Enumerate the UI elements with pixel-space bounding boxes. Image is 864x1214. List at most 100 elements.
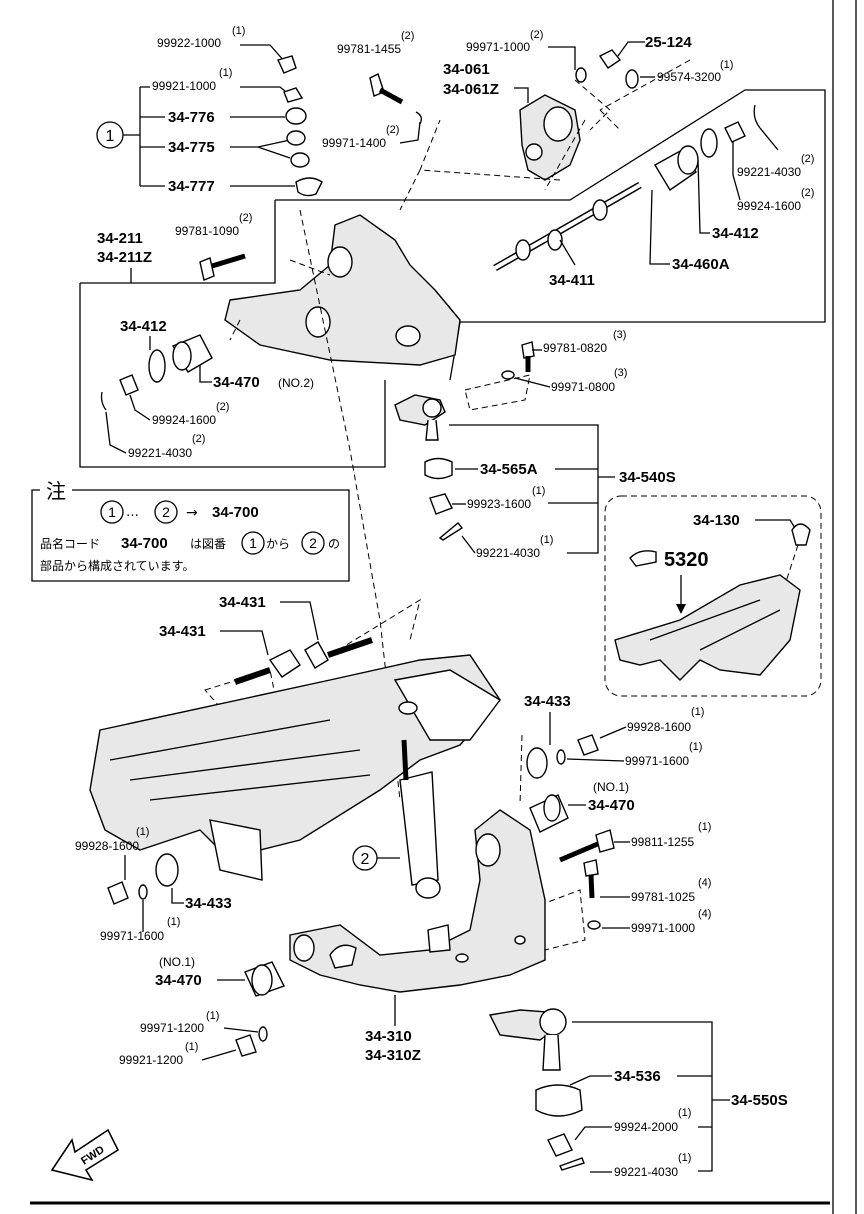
part-99811-1255-label: 99811-1255: [631, 835, 694, 849]
cotter-pin-99221-4030b: [100, 391, 107, 411]
bushing-34-433a: [526, 747, 548, 779]
note-box: 注 1 … 2 → 34-700 品名コード 34-700 は図番 1 から 2…: [31, 479, 350, 582]
part-34-550s-label: 34-550S: [731, 1092, 788, 1109]
part-99921-1200-label: 99921-1200: [119, 1053, 183, 1067]
bushing-34-433b: [155, 853, 179, 887]
part-34-776-label: 34-776: [168, 109, 215, 126]
callout-1-label: 1: [106, 128, 115, 145]
inset-frame-5320: 34-130 5320: [604, 495, 822, 697]
part-34-460a-label: 34-460A: [672, 256, 730, 273]
part-99928-1600b-label: 99928-1600: [75, 839, 139, 853]
fwd-arrow-icon: FWD: [50, 1128, 120, 1182]
qty-99928-1600b: (1): [136, 826, 149, 838]
boot-34-565a: [424, 457, 453, 480]
part-34-211-label: 34-211: [97, 230, 143, 247]
part-99924-2000-label: 99924-2000: [614, 1120, 678, 1134]
part-99922-1000-label: 99922-1000: [157, 36, 221, 50]
part-99921-1000-label: 99921-1000: [152, 79, 216, 93]
part-34-470c-note: (NO.1): [159, 955, 195, 969]
nut-99921-1000: [283, 87, 304, 103]
nut-99921-1200: [235, 1034, 257, 1057]
qty-99924-1600b: (2): [216, 401, 229, 413]
boot-34-536: [535, 1084, 583, 1117]
qty-99971-1200: (1): [206, 1010, 219, 1022]
qty-99221-4030a: (2): [801, 153, 814, 165]
qty-99574-3200: (1): [720, 59, 733, 71]
ref-5320-label: 5320: [664, 549, 709, 571]
part-34-431b-label: 34-431: [159, 623, 206, 640]
dashed-guides-top: [399, 79, 611, 211]
washer-99971-1600b: [138, 884, 148, 900]
washer-99574-3200: [625, 69, 639, 89]
part-34-310-label: 34-310: [365, 1028, 412, 1045]
nut-99922-1000: [277, 55, 297, 74]
part-34-540s-label: 34-540S: [619, 469, 676, 486]
qty-99221-4030c: (1): [540, 534, 553, 546]
nut-99928-1600a: [577, 734, 599, 756]
part-99924-1600b-label: 99924-1600: [152, 413, 216, 427]
part-34-433a-label: 34-433: [524, 693, 571, 710]
washer-99971-1000b: [587, 920, 601, 930]
part-34-470a-note: (NO.2): [278, 376, 314, 390]
washer-99971-1400: [415, 111, 422, 125]
qty-99924-2000: (1): [678, 1107, 691, 1119]
part-34-061z-label: 34-061Z: [443, 81, 499, 98]
callout-1-group: 1: [96, 86, 165, 187]
bolt-head-99781-0820: [521, 341, 535, 359]
nut-99923-1600: [429, 493, 453, 515]
part-34-470a-label: 34-470: [213, 374, 260, 391]
part-34-411-label: 34-411: [549, 272, 595, 289]
washer-99971-1600a: [556, 749, 566, 765]
nut-99924-1600b: [119, 374, 139, 396]
nut-99924-1600a: [724, 121, 746, 143]
washer-34-412b: [148, 349, 166, 383]
bolt-99811-1255: [559, 840, 601, 863]
nut-25-124: [598, 49, 622, 69]
part-99781-0820-label: 99781-0820: [543, 341, 607, 355]
qty-99811-1255: (1): [698, 821, 711, 833]
part-34-211z-label: 34-211Z: [97, 249, 152, 266]
washer-99971-1000a: [575, 67, 587, 83]
note-arrow: →: [186, 505, 198, 521]
upper-arm-34-211: [224, 214, 461, 366]
part-34-412b-label: 34-412: [120, 318, 167, 335]
bolt-shaft-99781-1455: [378, 87, 404, 105]
washer-34-412a: [700, 128, 718, 158]
note-title: 注: [46, 479, 66, 503]
part-99971-1400-label: 99971-1400: [322, 136, 386, 150]
bump-stop-34-130: [791, 523, 811, 546]
qty-99921-1000: (1): [219, 67, 232, 79]
note-line2-d: の: [328, 537, 340, 551]
qty-99971-1000b: (4): [698, 908, 711, 920]
note-line2-c: から: [266, 537, 290, 551]
note-ellipsis: …: [126, 505, 139, 520]
part-34-470b-note: (NO.1): [593, 780, 629, 794]
bolt-head-99781-1090: [199, 257, 215, 281]
note-line2-part: 34-700: [121, 535, 168, 552]
part-34-470c-label: 34-470: [155, 972, 202, 989]
part-99971-1000b-label: 99971-1000: [631, 921, 695, 935]
nut-99928-1600b: [107, 881, 129, 905]
part-99924-1600a-label: 99924-1600: [737, 199, 801, 213]
crossmember: [89, 654, 501, 851]
part-25-124-label: 25-124: [645, 34, 692, 51]
qty-99928-1600a: (1): [691, 706, 704, 718]
part-34-431a-label: 34-431: [219, 594, 266, 611]
qty-99971-1600a: (1): [689, 741, 702, 753]
part-34-536-label: 34-536: [614, 1068, 661, 1085]
part-34-130-label: 34-130: [693, 512, 740, 529]
part-99928-1600a-label: 99928-1600: [627, 720, 691, 734]
washer-99971-0800: [501, 370, 515, 380]
callout-1-bracket: [123, 86, 165, 187]
part-99923-1600-label: 99923-1600: [467, 497, 531, 511]
part-99221-4030b-label: 99221-4030: [128, 446, 192, 460]
bushing-34-775-b: [290, 152, 310, 168]
part-34-565a-label: 34-565A: [480, 461, 538, 478]
part-34-061-label: 34-061: [443, 61, 490, 78]
shock-absorber: [399, 771, 439, 886]
note-part-34-700: 34-700: [212, 504, 259, 521]
qty-99971-0800: (3): [614, 367, 627, 379]
part-99971-1600a-label: 99971-1600: [625, 754, 689, 768]
part-99971-0800-label: 99971-0800: [551, 380, 615, 394]
